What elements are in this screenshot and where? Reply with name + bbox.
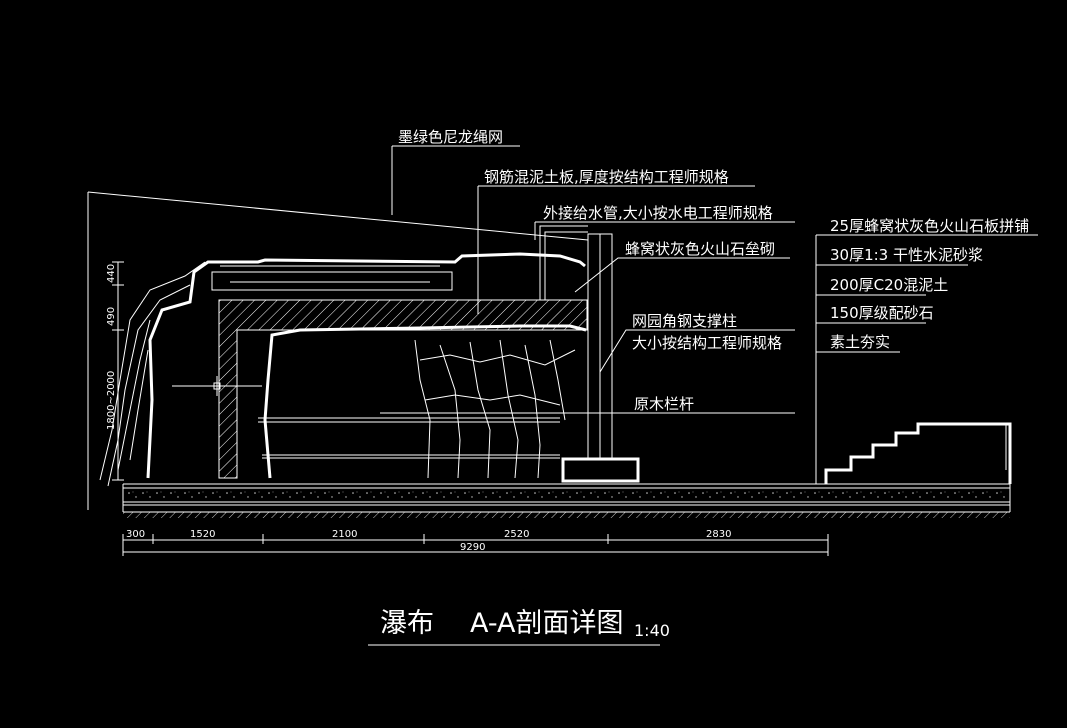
dim-1800-2000: 1800~2000 xyxy=(106,371,117,430)
callout-column-1: 网园角钢支撑柱 xyxy=(632,312,737,330)
vertical-dimensions: 440 490 1800~2000 xyxy=(106,261,124,481)
title-main: 瀑布 xyxy=(380,608,434,639)
waterfall-structure xyxy=(99,225,640,487)
callout-railing: 原木栏杆 xyxy=(634,395,694,413)
dim-2830: 2830 xyxy=(706,529,731,540)
water-pipe xyxy=(539,225,588,300)
cavity-outline xyxy=(263,324,587,479)
stairs xyxy=(824,422,1012,484)
layer-4: 150厚级配砂石 xyxy=(830,304,934,322)
callout-net: 墨绿色尼龙绳网 xyxy=(398,128,503,146)
callout-masonry: 蜂窝状灰色火山石垒砌 xyxy=(625,240,775,258)
dim-440: 440 xyxy=(106,264,117,283)
dim-total: 9290 xyxy=(460,542,485,553)
drawing-title: 瀑布 A-A剖面详图 1:40 xyxy=(368,608,670,646)
layer-3: 200厚C20混泥土 xyxy=(830,276,948,294)
title-scale: 1:40 xyxy=(634,621,670,640)
dim-1520: 1520 xyxy=(190,529,215,540)
horizontal-dimensions: 300 1520 2100 2520 2830 9290 xyxy=(122,529,829,556)
layer-2: 30厚1:3 干性水泥砂浆 xyxy=(830,246,983,264)
title-section: A-A剖面详图 xyxy=(470,608,624,639)
dim-2520: 2520 xyxy=(504,529,529,540)
dim-490: 490 xyxy=(106,307,117,326)
rock-outline xyxy=(146,252,586,479)
callout-column-2: 大小按结构工程师规格 xyxy=(632,334,782,352)
dim-300: 300 xyxy=(126,529,145,540)
concrete-wall xyxy=(218,299,588,479)
leader-lines xyxy=(87,145,1038,510)
callout-pipe: 外接给水管,大小按水电工程师规格 xyxy=(543,204,773,222)
layer-1: 25厚蜂窝状灰色火山石板拼铺 xyxy=(830,217,1029,235)
column-footing xyxy=(561,457,640,483)
layer-5: 素土夯实 xyxy=(830,333,890,351)
callout-slab: 钢筋混泥土板,厚度按结构工程师规格 xyxy=(484,168,729,186)
dim-2100: 2100 xyxy=(332,529,357,540)
ground-layers xyxy=(122,483,1011,518)
